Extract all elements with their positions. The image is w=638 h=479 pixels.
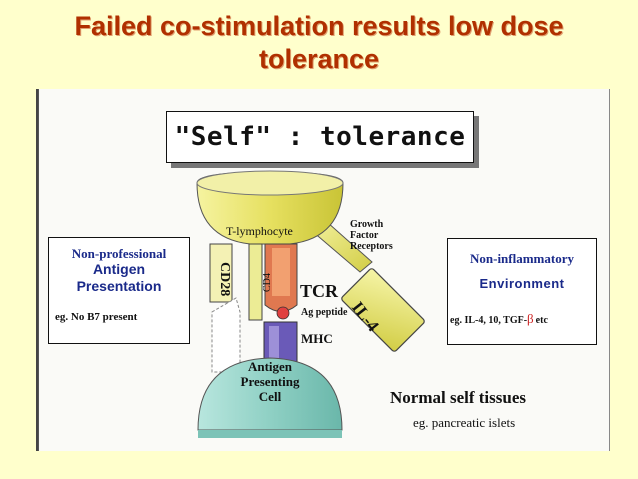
cd4-receptor — [248, 243, 263, 321]
growth-label-line1: Growth — [350, 219, 384, 230]
title-line-2: tolerance — [258, 44, 380, 74]
apc-label-line2: Presenting — [240, 374, 300, 389]
slide-title: Failed co-stimulation results low dose t… — [0, 10, 638, 76]
npap-line3: Presentation — [76, 278, 162, 294]
ni-example-tail: etc — [535, 315, 548, 326]
non-inflammatory-environment-box: Non-inflammatory Environment eg. IL-4, 1… — [447, 238, 597, 345]
ni-example-text: eg. IL-4, 10, TGF- — [450, 315, 528, 326]
self-tolerance-box: "Self" : tolerance — [166, 111, 474, 163]
normal-self-tissues-label: Normal self tissues — [390, 388, 526, 407]
non-professional-presentation-box: Non-professional Antigen Presentation eg… — [48, 237, 190, 344]
ag-peptide-label: Ag peptide — [301, 307, 348, 318]
cd28-label: CD28 — [217, 262, 232, 297]
npap-example: eg. No B7 present — [55, 311, 138, 323]
title-line-1: Failed co-stimulation results low dose — [74, 11, 564, 41]
ag-peptide-dot — [276, 306, 290, 320]
ni-line1: Non-inflammatory — [470, 251, 574, 266]
growth-factor-receptor-label: Growth Factor Receptors — [350, 219, 393, 252]
antigen-presenting-cell-shape — [197, 357, 343, 431]
t-lymphocyte-label: T-lymphocyte — [226, 224, 293, 238]
apc-label: Antigen Presenting Cell — [220, 359, 320, 404]
npap-line2: Antigen — [92, 261, 146, 277]
il4-ligand — [341, 268, 425, 352]
apc-label-line1: Antigen — [247, 359, 293, 374]
growth-label-line2: Factor — [350, 230, 379, 241]
mhc-label: MHC — [301, 331, 333, 346]
npap-line1: Non-professional — [71, 246, 167, 261]
missing-b7-outline — [211, 297, 241, 373]
growth-label-line3: Receptors — [350, 241, 393, 252]
apc-label-line3: Cell — [258, 389, 282, 404]
frame-right-border — [609, 89, 610, 451]
frame-left-border — [36, 89, 38, 451]
beta-symbol: β — [527, 311, 534, 326]
pancreatic-islets-label: eg. pancreatic islets — [413, 415, 516, 430]
tcr-label: TCR — [300, 281, 339, 301]
cd4-label: CD4 — [262, 273, 273, 292]
cd28-receptor — [209, 243, 233, 303]
ni-line2: Environment — [479, 276, 565, 291]
